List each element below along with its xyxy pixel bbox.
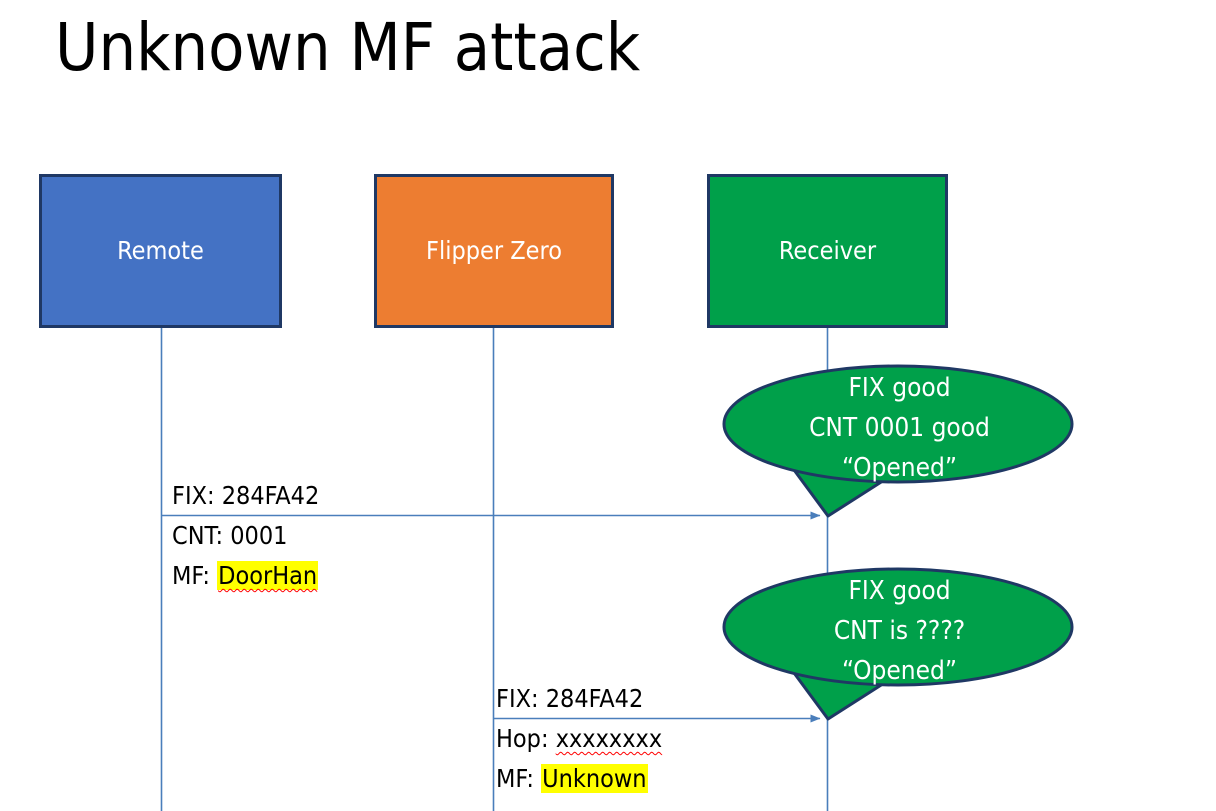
message-line: CNT: 0001	[172, 516, 319, 556]
bubble-line: CNT is ????	[833, 616, 966, 646]
actor-box-remote[interactable]: Remote	[39, 174, 282, 328]
speech-bubble-1-text: FIX good CNT 0001 good “Opened”	[727, 368, 1072, 488]
message-line: Hop: xxxxxxxx	[496, 719, 662, 759]
speech-bubble-2	[722, 567, 1074, 721]
bubble-line: FIX good	[848, 576, 951, 606]
message-line-label: MF:	[172, 561, 218, 590]
message-labels-remote-to-receiver: FIX: 284FA42 CNT: 0001 MF: DoorHan	[172, 476, 319, 596]
message-line-value: xxxxxxxx	[555, 724, 663, 753]
message-line-value: 284FA42	[221, 481, 320, 510]
message-line: FIX: 284FA42	[496, 679, 662, 719]
bubble-line: “Opened”	[841, 656, 958, 686]
bubble-line: FIX good	[848, 373, 951, 403]
message-labels-flipper-to-receiver: FIX: 284FA42 Hop: xxxxxxxx MF: Unknown	[496, 679, 662, 799]
bubble-line: “Opened”	[841, 453, 958, 483]
message-line-label: Hop:	[496, 724, 556, 753]
actor-label-receiver: Receiver	[778, 236, 877, 265]
speech-bubble-1	[722, 364, 1074, 518]
message-line: FIX: 284FA42	[172, 476, 319, 516]
message-line-value: 284FA42	[545, 684, 644, 713]
message-line-label: MF:	[496, 764, 542, 793]
actor-label-remote: Remote	[117, 236, 204, 265]
message-line-label: FIX:	[172, 481, 222, 510]
bubble-line: CNT 0001 good	[809, 413, 990, 443]
page-title: Unknown MF attack	[55, 9, 641, 86]
message-line-value-highlighted: DoorHan	[217, 561, 319, 590]
message-line: MF: Unknown	[496, 759, 662, 799]
message-line: MF: DoorHan	[172, 556, 319, 596]
speech-bubble-1-body	[722, 364, 1074, 484]
speech-bubble-2-text: FIX good CNT is ???? “Opened”	[727, 571, 1072, 691]
message-line-value: 0001	[230, 521, 288, 550]
speech-bubble-2-body	[722, 567, 1074, 687]
message-line-label: FIX:	[496, 684, 546, 713]
message-line-label: CNT:	[172, 521, 231, 550]
actor-box-receiver[interactable]: Receiver	[707, 174, 948, 328]
actor-box-flipper-zero[interactable]: Flipper Zero	[374, 174, 614, 328]
message-line-value-highlighted: Unknown	[541, 764, 648, 793]
actor-label-flipper-zero: Flipper Zero	[426, 236, 562, 265]
